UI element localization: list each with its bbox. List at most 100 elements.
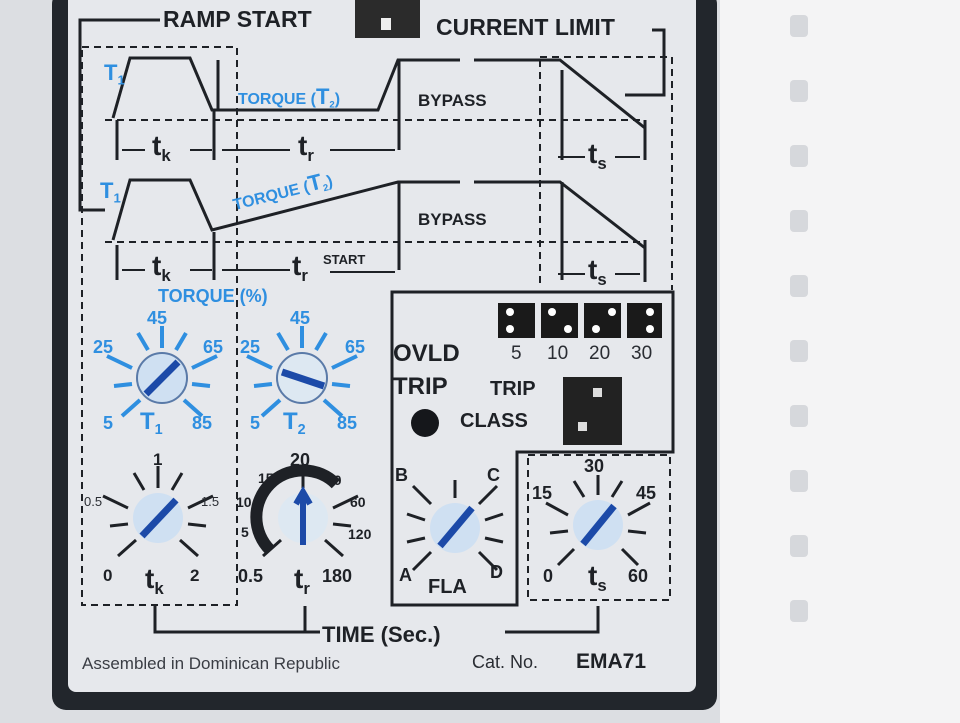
bypass-label-1: BYPASS bbox=[418, 91, 487, 110]
t1-dial-name: T1 bbox=[140, 408, 163, 438]
ts-dial-name: ts bbox=[588, 560, 607, 596]
tk-dial-name: tk bbox=[145, 563, 164, 599]
fla-dial-name: FLA bbox=[428, 576, 467, 598]
tr-dial-name: tr bbox=[294, 563, 310, 599]
t1-text: T bbox=[104, 60, 118, 85]
tr-dial-label: 20 bbox=[290, 450, 311, 470]
fla-dial-label: C bbox=[487, 465, 500, 485]
t-text: T bbox=[140, 408, 155, 435]
ramp-start-label: RAMP START bbox=[163, 6, 312, 32]
t2-text: T bbox=[315, 84, 330, 109]
ts-dial-label: 30 bbox=[584, 456, 605, 476]
sub: k bbox=[154, 578, 164, 598]
k-sub: k bbox=[161, 145, 171, 165]
tr-dial-label: 10 bbox=[236, 494, 252, 510]
t2-dial-label: 45 bbox=[290, 308, 311, 328]
sub: 1 bbox=[154, 422, 163, 439]
tk-dial-label: 2 bbox=[190, 566, 200, 585]
ovld-trip-led bbox=[411, 409, 439, 437]
paren: ) bbox=[334, 91, 341, 108]
t-text: t bbox=[588, 138, 598, 169]
tk-dial[interactable] bbox=[102, 466, 214, 558]
t-text: t bbox=[152, 250, 162, 281]
ts-dial-label: 45 bbox=[636, 483, 657, 503]
r-sub: r bbox=[301, 265, 308, 285]
ovld-label: OVLD bbox=[393, 340, 460, 367]
trip-class-value: 20 bbox=[589, 343, 611, 364]
t1-dial-label: 25 bbox=[93, 337, 114, 357]
ts-dial-label: 15 bbox=[532, 483, 553, 503]
t2-dial[interactable] bbox=[246, 326, 358, 418]
tk-label-2: tk bbox=[152, 250, 171, 286]
current-limit-label: CURRENT LIMIT bbox=[436, 14, 615, 40]
t-text: t bbox=[152, 130, 162, 161]
t-text: t bbox=[298, 130, 308, 161]
trip-class-label-1: TRIP bbox=[490, 378, 536, 400]
model-number: EMA71 bbox=[576, 650, 647, 673]
tr-dial-label: 120 bbox=[348, 526, 372, 542]
dials bbox=[102, 326, 651, 572]
tr-dial-label: 5 bbox=[241, 524, 249, 540]
sub: r bbox=[303, 578, 310, 598]
t2-dial-label: 25 bbox=[240, 337, 261, 357]
bypass-label-2: BYPASS bbox=[418, 210, 487, 229]
t1-dial-label: 65 bbox=[203, 337, 224, 357]
tr-dial-label: 0.5 bbox=[238, 566, 264, 586]
tr-dial-label: 180 bbox=[322, 566, 353, 586]
r-sub: r bbox=[307, 145, 314, 165]
tr-dial-label: 40 bbox=[326, 472, 342, 488]
fla-dial-label: B bbox=[395, 465, 408, 485]
tk-dial-label: 0.5 bbox=[84, 494, 103, 509]
torque-percent-title: TORQUE (%) bbox=[158, 286, 268, 306]
t1-dial-label: 45 bbox=[147, 308, 168, 328]
trip-class-icons bbox=[498, 303, 662, 338]
trip-class-value: 5 bbox=[511, 343, 522, 364]
tk-dial-label: 1 bbox=[153, 450, 163, 469]
t2-sub: 2 bbox=[329, 99, 335, 111]
t1-label-2: T1 bbox=[100, 178, 121, 206]
trip-class-switch[interactable] bbox=[563, 377, 622, 445]
sub: 2 bbox=[297, 422, 306, 439]
torque-text: TORQUE ( bbox=[238, 91, 316, 108]
tr-label-2: tr bbox=[292, 250, 308, 286]
tr-dial[interactable] bbox=[250, 464, 359, 558]
tk-dial-label: 1.5 bbox=[201, 494, 220, 509]
sub: s bbox=[597, 575, 607, 595]
trip-class-value: 10 bbox=[547, 343, 569, 364]
start-label: START bbox=[323, 252, 366, 267]
tk-dial-label: 0 bbox=[103, 566, 113, 585]
t2-dial-label: 85 bbox=[337, 413, 358, 433]
t-text: t bbox=[588, 560, 598, 591]
t1-sub: 1 bbox=[113, 190, 121, 206]
t1-text: T bbox=[100, 178, 114, 203]
t1-dial[interactable] bbox=[106, 326, 218, 418]
housing-ribs bbox=[790, 15, 808, 622]
tr-dial-label: 15 bbox=[258, 470, 274, 486]
assembled-label: Assembled in Dominican Republic bbox=[82, 654, 340, 673]
time-sec-label: TIME (Sec.) bbox=[322, 622, 441, 647]
s-sub: s bbox=[597, 153, 607, 173]
ts-dial-label: 0 bbox=[543, 566, 554, 586]
t-text: t bbox=[145, 563, 155, 594]
label-plate bbox=[68, 0, 696, 692]
t2-dial-label: 65 bbox=[345, 337, 366, 357]
fla-dial-label: A bbox=[399, 565, 412, 585]
trip-class-label-2: CLASS bbox=[460, 410, 528, 432]
t2-dial-label: 5 bbox=[250, 413, 261, 433]
s-sub: s bbox=[597, 269, 607, 289]
t-text: T bbox=[283, 408, 298, 435]
ts-dial[interactable] bbox=[545, 475, 651, 567]
t-text: t bbox=[588, 254, 598, 285]
trip-class-value: 30 bbox=[631, 343, 653, 364]
ts-dial-label: 60 bbox=[628, 566, 649, 586]
t1-sub: 1 bbox=[117, 72, 125, 88]
t2-dial-name: T2 bbox=[283, 408, 306, 438]
t1-dial-label: 5 bbox=[103, 413, 114, 433]
t1-dial-label: 85 bbox=[192, 413, 213, 433]
t1-label: T1 bbox=[104, 60, 125, 88]
fla-dial-label: D bbox=[490, 562, 503, 582]
fla-dial[interactable] bbox=[406, 480, 504, 572]
ts-label-2: ts bbox=[588, 254, 607, 290]
